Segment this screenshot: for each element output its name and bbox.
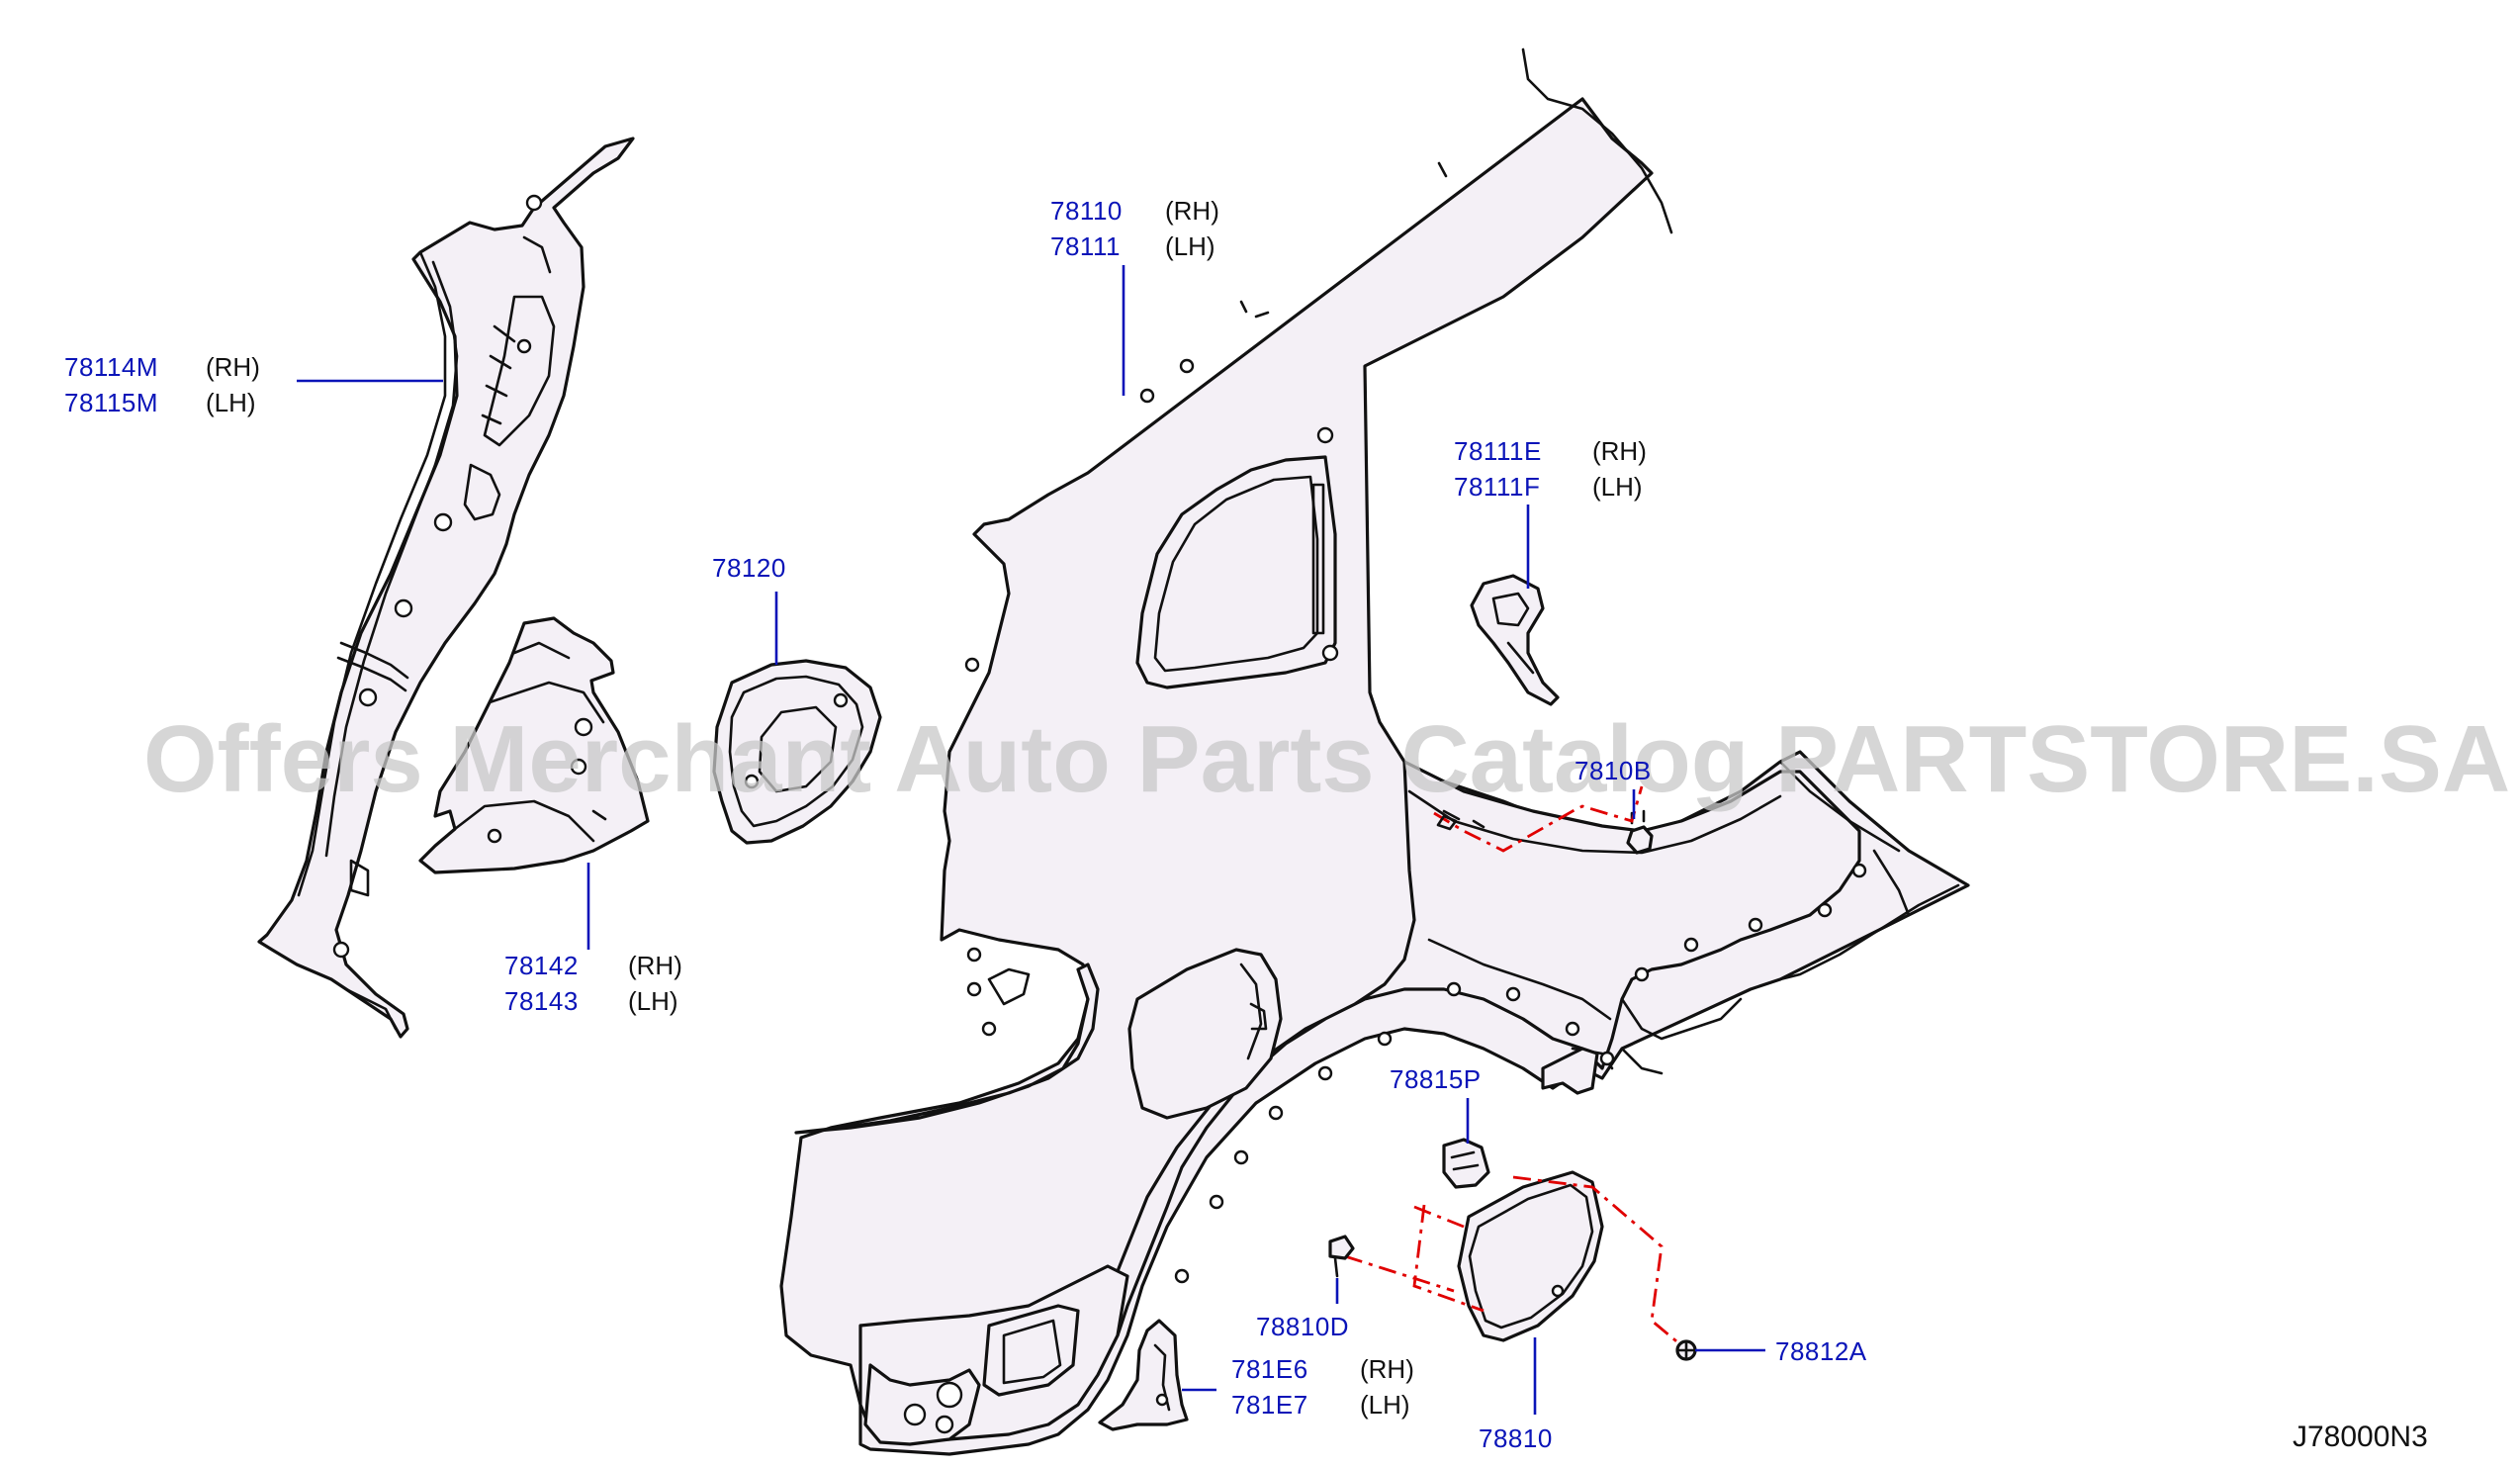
inner-bracket-panel[interactable] bbox=[418, 616, 650, 874]
label-lh: (LH) bbox=[628, 986, 678, 1016]
label-lh: (LH) bbox=[1592, 472, 1643, 502]
label-781E7[interactable]: 781E7 bbox=[1231, 1390, 1308, 1420]
clip-78810D[interactable] bbox=[1328, 1235, 1355, 1278]
fuel-lid-78810[interactable] bbox=[1344, 1170, 1682, 1347]
clip-78815P[interactable] bbox=[1442, 1138, 1490, 1189]
label-78815P[interactable]: 78815P bbox=[1390, 1064, 1482, 1094]
label-rh: (RH) bbox=[1360, 1354, 1414, 1384]
label-78810D[interactable]: 78810D bbox=[1256, 1312, 1349, 1341]
clip-7810B[interactable] bbox=[1433, 785, 1654, 855]
label-78142[interactable]: 78142 bbox=[504, 951, 579, 980]
label-781E6[interactable]: 781E6 bbox=[1231, 1354, 1308, 1384]
label-78115M[interactable]: 78115M bbox=[64, 388, 158, 417]
label-rh: (RH) bbox=[1165, 196, 1219, 226]
fuel-filler-base[interactable] bbox=[712, 659, 882, 845]
fuel-filler-door-lid[interactable] bbox=[1127, 948, 1283, 1120]
pillar-inner-panel[interactable] bbox=[257, 137, 635, 1039]
bracket-78111E[interactable] bbox=[1470, 574, 1560, 706]
label-78143[interactable]: 78143 bbox=[504, 986, 579, 1016]
label-lh: (LH) bbox=[206, 388, 256, 417]
label-78114M[interactable]: 78114M bbox=[64, 352, 158, 382]
label-78810[interactable]: 78810 bbox=[1479, 1423, 1553, 1453]
label-78812A[interactable]: 78812A bbox=[1775, 1336, 1867, 1366]
watermark: Offers Merchant Auto Parts Catalog PARTS… bbox=[143, 706, 2510, 812]
label-7810B[interactable]: 7810B bbox=[1575, 756, 1652, 785]
label-rh: (RH) bbox=[628, 951, 682, 980]
leader-lines bbox=[297, 265, 1765, 1415]
label-lh: (LH) bbox=[1165, 231, 1215, 261]
callout-labels: 78114M (RH) 78115M (LH) 78110 (RH) 78111… bbox=[64, 196, 2428, 1453]
label-rh: (RH) bbox=[1592, 436, 1647, 466]
label-78111[interactable]: 78111 bbox=[1050, 231, 1121, 261]
label-78111F[interactable]: 78111F bbox=[1454, 472, 1540, 502]
rear-fender-panel[interactable] bbox=[779, 47, 1970, 1456]
label-78120[interactable]: 78120 bbox=[712, 553, 786, 583]
label-78110[interactable]: 78110 bbox=[1050, 196, 1123, 226]
clip-78812A[interactable] bbox=[1675, 1339, 1697, 1361]
diagram-code: J78000N3 bbox=[2293, 1421, 2428, 1453]
bracket-781E6[interactable] bbox=[1098, 1319, 1189, 1431]
label-lh: (LH) bbox=[1360, 1390, 1410, 1420]
label-rh: (RH) bbox=[206, 352, 260, 382]
label-78111E[interactable]: 78111E bbox=[1454, 436, 1542, 466]
